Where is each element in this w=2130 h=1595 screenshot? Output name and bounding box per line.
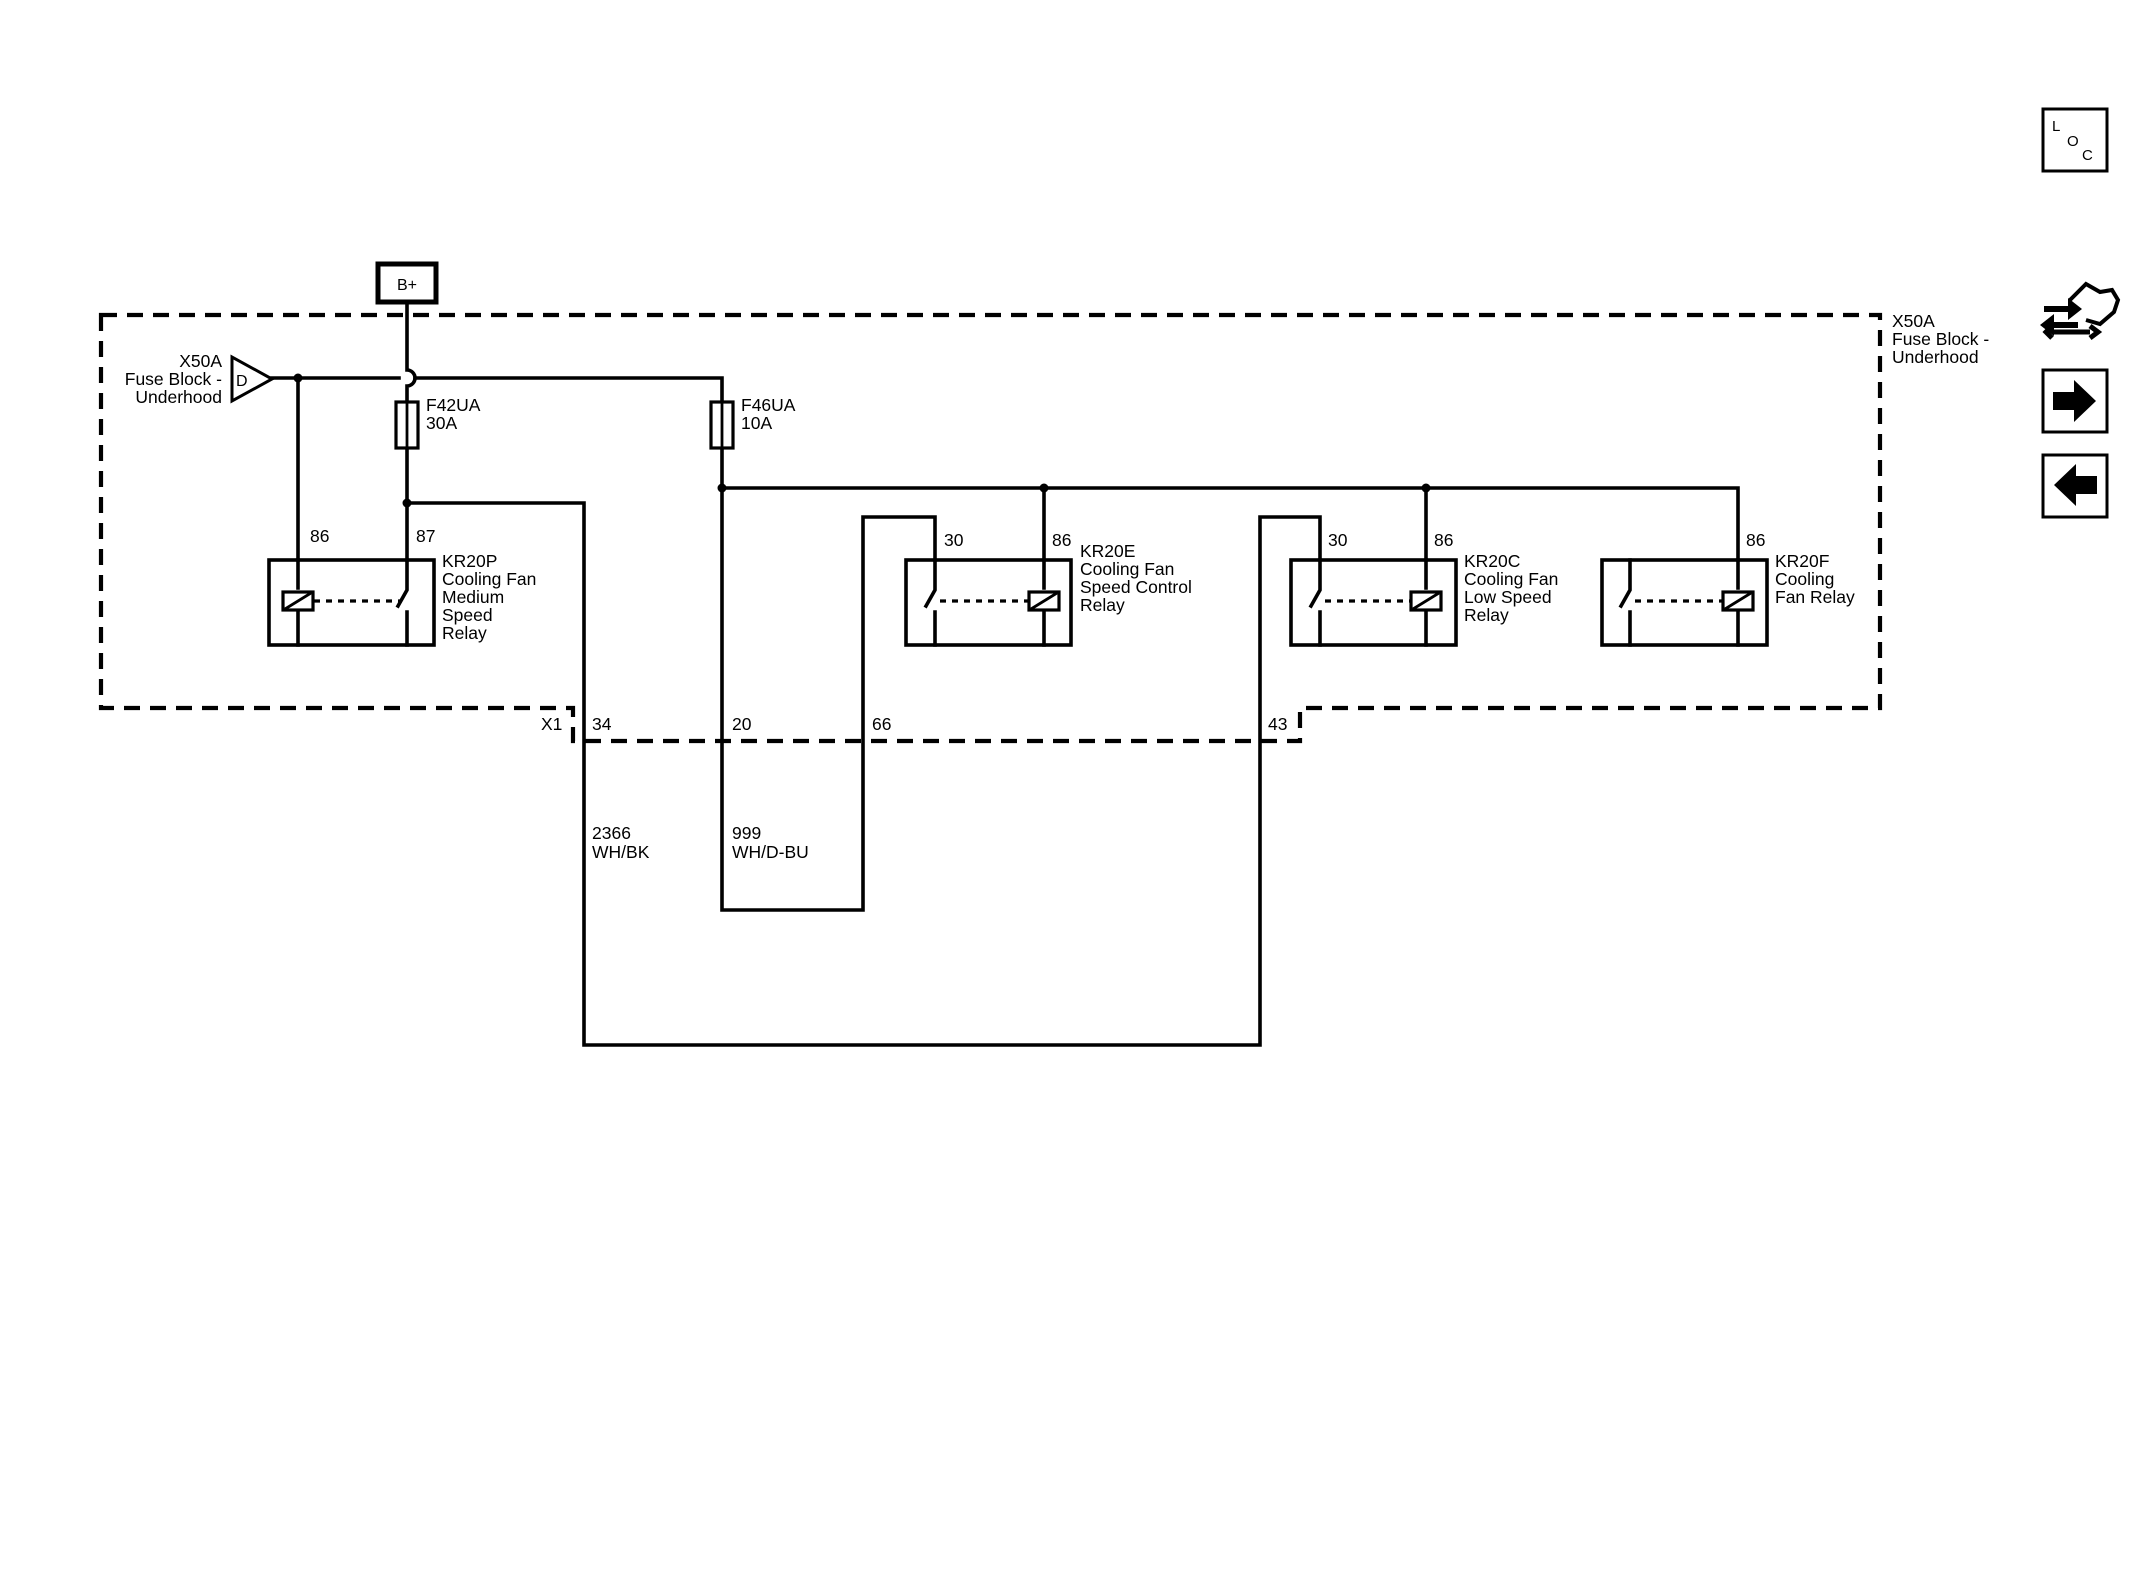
wire-999: 999 WH/D-BU xyxy=(732,823,809,862)
relay-pin: 86 xyxy=(310,526,329,546)
fuse-block-outline xyxy=(98,312,1883,744)
relay-pin: 30 xyxy=(944,530,964,550)
relay-kr20p: 86 87 KR20P Cooling Fan Medium Speed Rel… xyxy=(267,526,536,647)
wire-color: WH/D-BU xyxy=(732,842,809,862)
connector-d-letter: D xyxy=(236,373,248,390)
relay-desc: Fan Relay xyxy=(1775,587,1855,607)
fuse-f42ua: F42UA 30A xyxy=(394,395,481,450)
wires xyxy=(270,300,1740,1047)
relay-name: KR20F xyxy=(1775,551,1829,571)
relay-kr20f: 86 KR20F Cooling Fan Relay xyxy=(1600,530,1855,647)
fuse-block-id-left: X50A xyxy=(179,351,222,371)
relay-desc: Cooling Fan xyxy=(442,569,536,589)
loc-icon[interactable]: L O C xyxy=(2041,107,2109,173)
relay-pin: 86 xyxy=(1052,530,1071,550)
relay-desc: Cooling xyxy=(1775,569,1834,589)
relay-desc: Speed xyxy=(442,605,493,625)
fuse-block-name-right: Fuse Block - xyxy=(1892,329,1989,349)
fuse-rating: 10A xyxy=(741,413,772,433)
loc-letter-o: O xyxy=(2067,133,2079,150)
connector-x1: X1 34 20 66 43 xyxy=(541,714,1287,734)
relay-desc: Cooling Fan xyxy=(1080,559,1174,579)
relay-pin: 86 xyxy=(1746,530,1765,550)
splice-nodes xyxy=(293,373,1431,508)
relay-desc: Cooling Fan xyxy=(1464,569,1558,589)
relay-name: KR20P xyxy=(442,551,497,571)
relay-desc: Speed Control xyxy=(1080,577,1192,597)
fuse-block-id-right: X50A xyxy=(1892,311,1935,331)
connector-pin: 34 xyxy=(592,714,612,734)
arrow-right-icon[interactable] xyxy=(2041,368,2109,434)
relay-desc: Medium xyxy=(442,587,504,607)
arrow-left-icon[interactable] xyxy=(2041,453,2109,519)
relay-desc: Relay xyxy=(1464,605,1509,625)
battery-positive-terminal: B+ xyxy=(375,261,439,305)
relay-pin: 87 xyxy=(416,526,435,546)
relay-kr20e: 30 86 KR20E Cooling Fan Speed Control Re… xyxy=(904,530,1192,647)
fuse-block-name-left: Fuse Block - xyxy=(125,369,222,389)
fuse-rating: 30A xyxy=(426,413,457,433)
component-service-icon[interactable] xyxy=(2040,281,2121,340)
wire-2366: 2366 WH/BK xyxy=(592,823,650,862)
relay-pin: 86 xyxy=(1434,530,1453,550)
fuse-block-location-left: Underhood xyxy=(135,387,222,407)
loc-letter-l: L xyxy=(2052,118,2060,135)
relay-desc: Relay xyxy=(442,623,487,643)
fuse-block-label-right: X50A Fuse Block - Underhood xyxy=(1892,311,1989,367)
connector-pin: 66 xyxy=(872,714,891,734)
fuse-block-label-left: X50A Fuse Block - Underhood xyxy=(125,351,223,407)
relay-name: KR20C xyxy=(1464,551,1520,571)
loc-letter-c: C xyxy=(2082,147,2093,164)
relay-pin: 30 xyxy=(1328,530,1348,550)
relay-desc: Relay xyxy=(1080,595,1125,615)
fuse-name: F42UA xyxy=(426,395,481,415)
fuse-f46ua: F46UA 10A xyxy=(709,395,796,450)
relay-kr20c: 30 86 KR20C Cooling Fan Low Speed Relay xyxy=(1289,530,1558,647)
fuse-block-location-right: Underhood xyxy=(1892,347,1979,367)
relay-name: KR20E xyxy=(1080,541,1135,561)
connector-pin: 20 xyxy=(732,714,752,734)
wire-circuit: 999 xyxy=(732,823,761,843)
wire-circuit: 2366 xyxy=(592,823,631,843)
wire-color: WH/BK xyxy=(592,842,650,862)
relay-desc: Low Speed xyxy=(1464,587,1552,607)
connector-name: X1 xyxy=(541,714,562,734)
connector-d: D xyxy=(230,354,276,404)
power-source-label: B+ xyxy=(397,277,417,294)
connector-pin: 43 xyxy=(1268,714,1287,734)
fuse-name: F46UA xyxy=(741,395,796,415)
